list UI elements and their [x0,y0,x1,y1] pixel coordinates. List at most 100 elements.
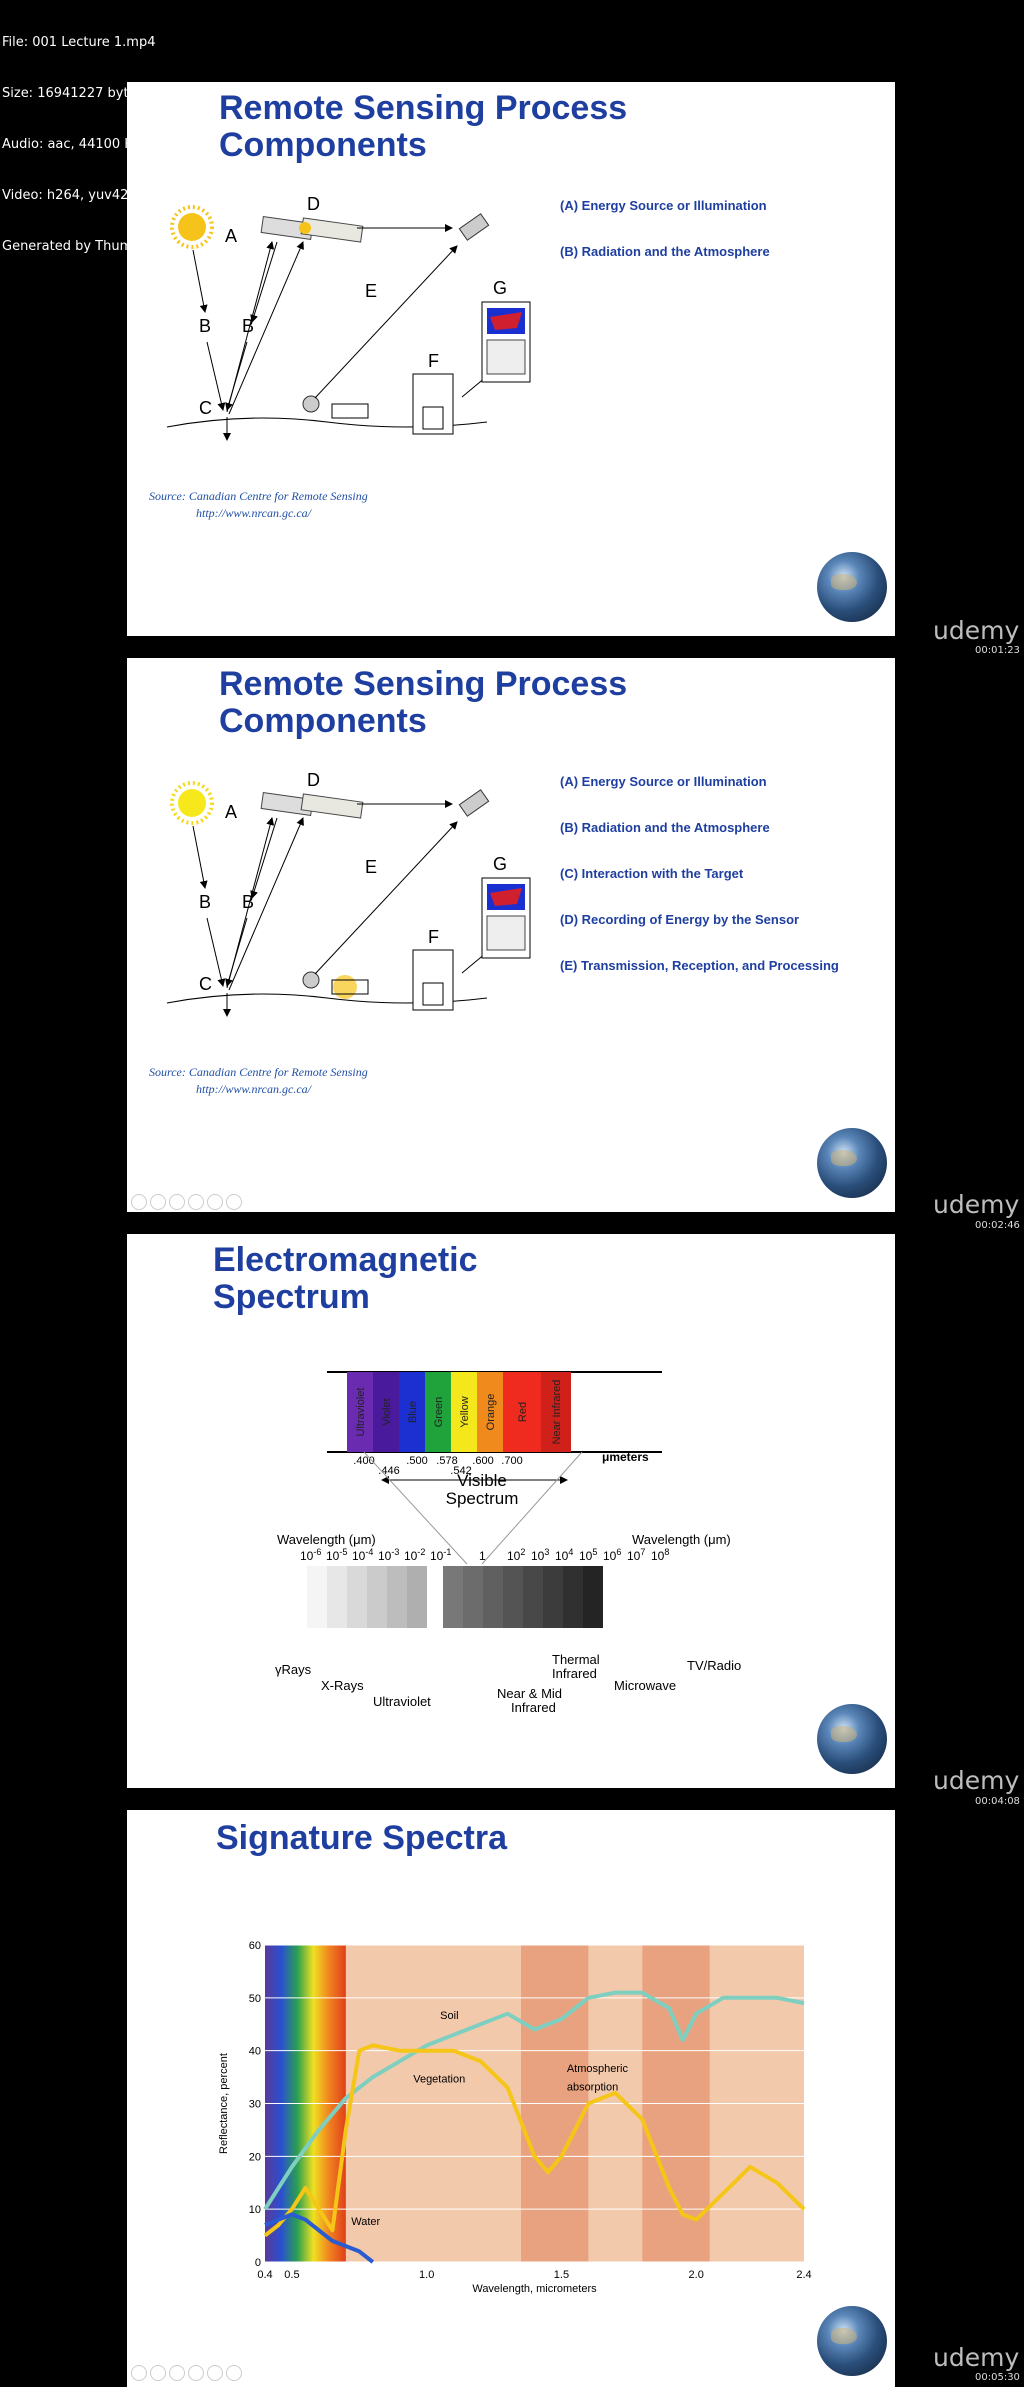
sun-icon [170,205,214,249]
wavelength-band [367,1566,387,1628]
component-label: (B) Radiation and the Atmosphere [560,244,770,259]
y-tick-label: 20 [249,2151,261,2163]
wavelength-label: Wavelength (μm) [632,1532,731,1547]
wavelength-band [387,1566,407,1628]
scale-tick: 10-6 [300,1547,321,1563]
visible-label: Spectrum [446,1489,519,1508]
x-tick-label: 2.0 [689,2269,704,2281]
wavelength-band [523,1566,543,1628]
diagram-letter-e: E [365,857,377,877]
timestamp: 00:04:08 [975,1796,1020,1807]
udemy-logo: udemy [933,1766,1020,1795]
slides-icon[interactable] [188,1194,204,1210]
scale-tick: 10-1 [430,1547,451,1563]
scale-tick: 1 [479,1549,486,1563]
visible-tick: .600 [472,1455,493,1467]
band-label: Violet [381,1398,393,1425]
previous-icon[interactable] [131,2365,147,2381]
diagram-letter-g: G [493,854,507,874]
timestamp: 00:01:23 [975,645,1020,656]
receiving-satellite-icon [458,213,490,241]
region-label: Ultraviolet [373,1694,431,1709]
diagram-letter-a: A [225,226,237,246]
more-icon[interactable] [226,2365,242,2381]
region-label: X-Rays [321,1678,364,1693]
chart-annotation: Soil [440,2010,458,2022]
receiving-satellite-icon [458,789,490,817]
previous-icon[interactable] [131,1194,147,1210]
spectrum-band [425,1372,451,1452]
region-label: Near & Mid [497,1686,562,1701]
wavelength-band [483,1566,503,1628]
scale-tick: 10-4 [352,1547,373,1563]
remote-sensing-diagram: A D E B B C F G [166,194,531,441]
band-label: Green [433,1397,445,1428]
globe-icon [817,1704,887,1774]
wavelength-band [407,1566,427,1628]
diagram-letter-b: B [199,316,211,336]
component-label: (A) Energy Source or Illumination [560,198,767,213]
x-tick-label: 0.4 [257,2269,272,2281]
more-icon[interactable] [226,1194,242,1210]
globe-icon [817,2306,887,2376]
visible-tick: .400 [353,1455,374,1467]
udemy-logo: udemy [933,2343,1020,2372]
scale-tick: 107 [627,1547,645,1563]
processing-box [412,373,454,435]
unit-label: μmeters [602,1450,649,1464]
series-line-soil [263,1990,805,2211]
udemy-logo: udemy [933,616,1020,645]
scale-tick: 10-5 [326,1547,347,1563]
wavelength-band [307,1566,327,1628]
spectrum-band [347,1372,373,1452]
y-tick-label: 30 [249,2099,261,2111]
spectrum-band [503,1372,541,1452]
diagram-letter-c: C [199,974,212,994]
pen-icon[interactable] [169,2365,185,2381]
scale-tick: 106 [603,1547,621,1563]
region-label: Infrared [511,1700,556,1715]
x-tick-label: 1.0 [419,2269,434,2281]
region-label: Thermal [552,1652,600,1667]
timestamp: 00:05:30 [975,2372,1020,2383]
band-label: Red [517,1402,529,1422]
x-tick-label: 1.5 [554,2269,569,2281]
visible-tick: .578 [436,1455,457,1467]
scale-tick: 105 [579,1547,597,1563]
spectrum-band [373,1372,399,1452]
wavelength-band [583,1566,603,1628]
x-tick-label: 0.5 [284,2269,299,2281]
scale-tick: 10-3 [378,1547,399,1563]
next-icon[interactable] [150,2365,166,2381]
region-label: Infrared [552,1666,597,1681]
y-tick-label: 40 [249,2046,261,2058]
scale-tick: 104 [555,1547,573,1563]
series-line-water [264,2212,375,2264]
next-icon[interactable] [150,1194,166,1210]
scale-tick: 102 [507,1547,525,1563]
chart-annotation: Water [351,2216,380,2228]
diagram-letter-g: G [493,278,507,298]
pen-icon[interactable] [169,1194,185,1210]
scale-tick: 103 [531,1547,549,1563]
scale-tick: 108 [651,1547,669,1563]
wavelength-band [563,1566,583,1628]
slides-icon[interactable] [188,2365,204,2381]
visible-label: Visible [457,1471,507,1490]
globe-icon [817,552,887,622]
ground-station-icon [302,971,369,999]
spectrum-band [477,1372,503,1452]
zoom-icon[interactable] [207,2365,223,2381]
x-tick-label: 2.4 [796,2269,811,2281]
component-label: (A) Energy Source or Illumination [560,774,767,789]
diagram-letter-b: B [199,892,211,912]
wavelength-label: Wavelength (μm) [277,1532,376,1547]
satellite-icon [260,792,364,819]
component-label: (E) Transmission, Reception, and Process… [560,958,839,973]
zoom-icon[interactable] [207,1194,223,1210]
globe-icon [817,1128,887,1198]
